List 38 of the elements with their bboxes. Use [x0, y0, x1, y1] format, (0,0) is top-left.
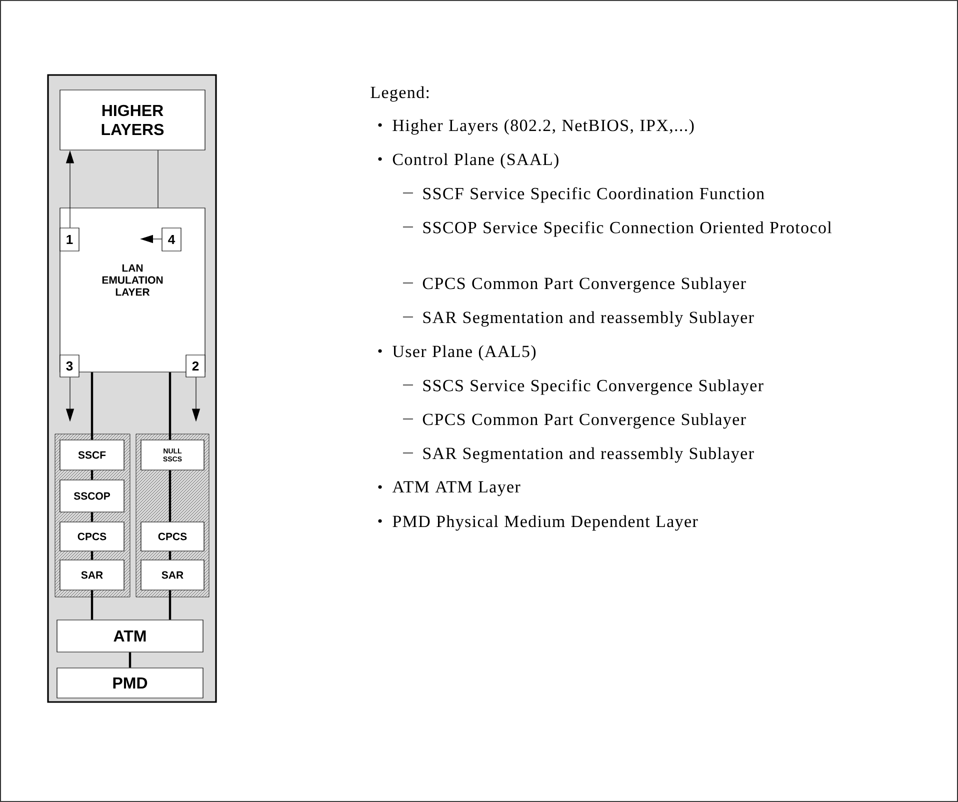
legend-item: SSCS Service Specific Convergence Sublayer — [423, 379, 764, 395]
layer-box: PMD — [56, 668, 204, 698]
sublayer-group — [136, 434, 210, 598]
connector-line — [90, 590, 94, 620]
number-box: 1 — [60, 228, 80, 252]
connector-line — [168, 551, 172, 560]
legend-item: Higher Layers (802.2, NetBIOS, IPX,...) — [392, 119, 694, 135]
legend-item: SAR Segmentation and reassembly Sublayer — [423, 311, 754, 327]
legend-item: SAR Segmentation and reassembly Sublayer — [423, 447, 754, 463]
connector-line — [90, 512, 94, 522]
layer-box: SSCOP — [60, 480, 124, 512]
legend-heading: Legend: — [370, 86, 429, 102]
layer-box: ATM — [56, 620, 204, 652]
connector-line — [168, 470, 172, 522]
layer-box: CPCS — [60, 522, 124, 552]
legend-item: ATM ATM Layer — [392, 481, 520, 496]
legend-item: User Plane (AAL5) — [392, 345, 536, 361]
legend-item: PMD Physical Medium Dependent Layer — [392, 515, 698, 531]
connector-line — [90, 372, 94, 440]
layer-box: SAR — [140, 560, 204, 590]
legend-item: Control Plane (SAAL) — [392, 153, 558, 169]
legend-item: CPCS Common Part Convergence Sublayer — [422, 277, 746, 293]
connector-line — [128, 652, 132, 668]
connector-line — [168, 590, 172, 620]
connector-line — [90, 551, 94, 560]
number-box: 3 — [60, 354, 80, 378]
layer-box: HIGHER LAYERS — [60, 90, 206, 150]
legend-item: CPCS Common Part Convergence Sublayer — [422, 413, 746, 429]
number-box: 4 — [162, 228, 182, 252]
legend-item: SSCOP Service Specific Connection Oriented Protocol — [423, 221, 832, 237]
layer-box: SAR — [60, 560, 124, 590]
layer-box: SSCF — [60, 440, 124, 470]
layer-box: CPCS — [140, 522, 204, 552]
sublayer-group — [54, 434, 130, 598]
legend-item: SSCF Service Specific Coordination Function — [423, 187, 764, 203]
connector-line — [90, 470, 94, 480]
number-box: 2 — [186, 354, 206, 378]
connector-line — [168, 372, 172, 440]
